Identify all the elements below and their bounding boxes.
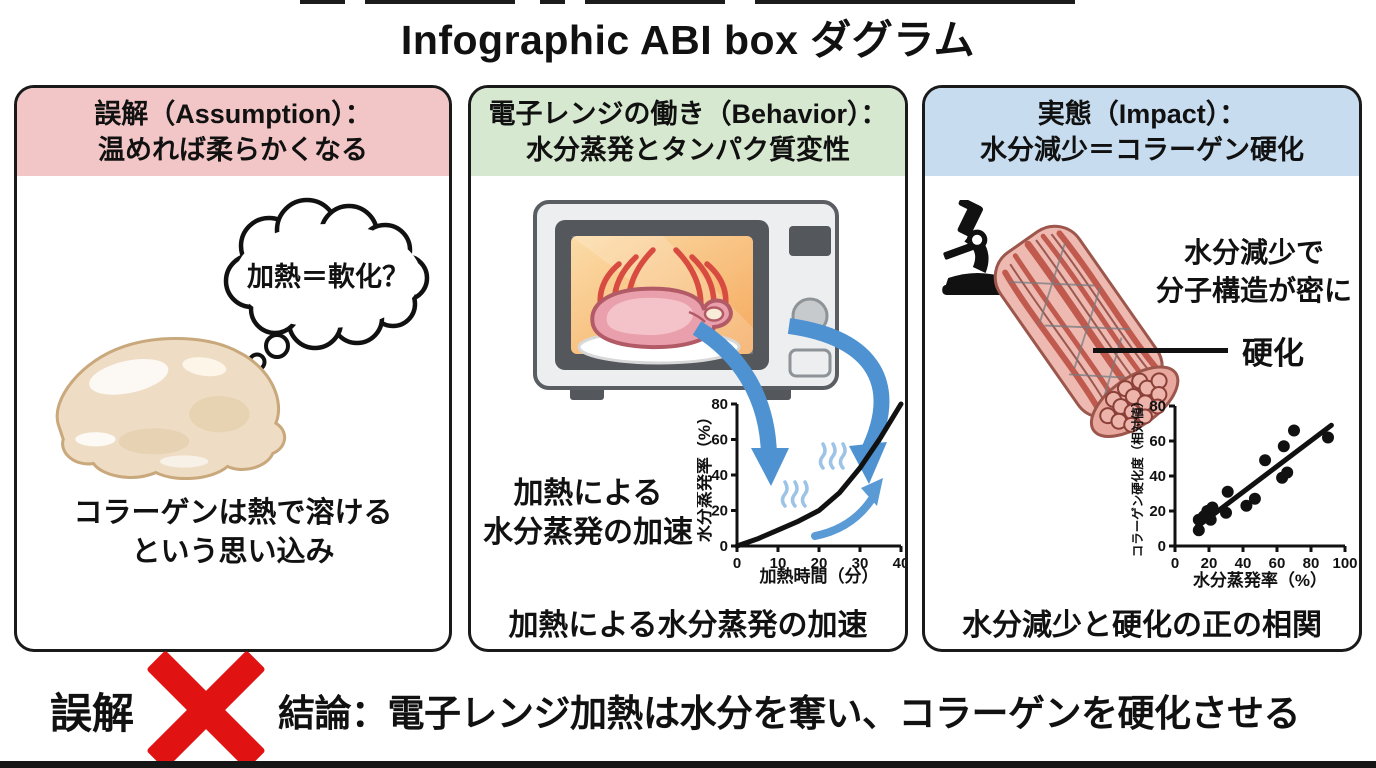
svg-text:40: 40 (1149, 468, 1166, 485)
svg-text:80: 80 (711, 396, 728, 413)
thought-bubble-icon: 加熱＝軟化？ (223, 197, 430, 381)
evap-chart-ylabel: 水分蒸発率（%） (697, 408, 714, 542)
svg-text:20: 20 (711, 503, 728, 520)
impact-note: 水分減少で 分子構造が密に (1147, 234, 1359, 310)
svg-text:60: 60 (1269, 555, 1286, 572)
hardening-legend: 硬化 (1093, 328, 1304, 373)
microwave-illustration (533, 200, 839, 400)
assumption-caption-line2: という思い込み (131, 536, 335, 569)
svg-text:20: 20 (811, 555, 828, 572)
footer-conclusion-text: 結論：電子レンジ加熱は水分を奪い、コラーゲンを硬化させる (278, 693, 1301, 734)
evaporation-line-chart: 加熱時間（分） 水分蒸発率（%） 0 10 20 30 40 0 20 40 60 80 (697, 396, 908, 586)
bottom-edge-strip (0, 761, 1376, 768)
svg-text:0: 0 (1171, 555, 1179, 572)
microwave-button (788, 348, 832, 378)
panel-assumption-title-line2: 温めれば柔らかくなる (98, 134, 368, 165)
behavior-caption: 加熱による水分蒸発の加速 (508, 609, 868, 642)
top-edge-artifact (365, 0, 515, 4)
svg-text:0: 0 (733, 555, 741, 572)
top-edge-artifact (300, 0, 345, 4)
behavior-side-note: 加熱による 水分蒸発の加速 (477, 474, 699, 552)
behavior-side-note-line1: 加熱による (513, 477, 663, 510)
svg-text:0: 0 (720, 538, 728, 555)
microwave-display (789, 226, 831, 256)
evap-chart-xlabel: 加熱時間（分） (759, 566, 879, 586)
panel-behavior-title-line1: 電子レンジの働き（Behavior）： (488, 99, 888, 129)
panel-impact-header: 実態（Impact）： 水分減少＝コラーゲン硬化 (925, 88, 1359, 176)
svg-text:20: 20 (1149, 503, 1166, 520)
panel-behavior-header: 電子レンジの働き（Behavior）： 水分蒸発とタンパク質変性 (471, 88, 905, 176)
svg-text:40: 40 (893, 555, 908, 572)
panel-behavior-title-line2: 水分蒸発とタンパク質変性 (526, 134, 850, 165)
panel-assumption-header: 誤解（Assumption）： 温めれば柔らかくなる (17, 88, 449, 176)
top-edge-artifact (585, 0, 725, 4)
svg-text:40: 40 (1235, 555, 1252, 572)
impact-caption: 水分減少と硬化の正の相関 (962, 609, 1322, 642)
hard-chart-xlabel: 水分蒸発率（%） (1193, 570, 1327, 590)
legend-label: 硬化 (1242, 336, 1304, 371)
svg-text:60: 60 (1149, 433, 1166, 450)
collagen-blob-illustration (55, 337, 287, 480)
footer-conclusion-row: 誤解 結論：電子レンジ加熱は水分を奪い、コラーゲンを硬化させる (50, 650, 1301, 768)
assumption-caption: コラーゲンは熱で溶ける という思い込み (17, 494, 449, 572)
impact-note-line1: 水分減少で (1183, 237, 1324, 268)
svg-text:40: 40 (711, 467, 728, 484)
svg-text:20: 20 (1201, 555, 1218, 572)
muscle-fiber-illustration (993, 224, 1180, 438)
hard-chart-ylabel: コラーゲン硬化度（相対値） (1131, 395, 1145, 558)
impact-note-line2: 分子構造が密に (1155, 274, 1352, 306)
behavior-side-note-line2: 水分蒸発の加速 (483, 516, 693, 549)
panel-assumption-title-line1: 誤解（Assumption）： (94, 99, 372, 129)
page-title: Infographic ABI box ダグラム (400, 17, 976, 63)
footer-misconception-label: 誤解 (50, 689, 135, 737)
microscope-icon (942, 200, 1014, 296)
cross-icon (146, 650, 266, 768)
panel-impact: 実態（Impact）： 水分減少＝コラーゲン硬化 (922, 85, 1362, 652)
assumption-caption-line1: コラーゲンは熱で溶ける (73, 497, 393, 529)
top-edge-artifact (540, 0, 565, 4)
top-edge-artifact (755, 0, 1075, 4)
panel-impact-title-line1: 実態（Impact）： (1037, 99, 1247, 129)
acceleration-arrow-icon (811, 478, 883, 540)
svg-text:30: 30 (852, 555, 869, 572)
panel-assumption: 誤解（Assumption）： 温めれば柔らかくなる 加熱＝軟化？ (14, 85, 452, 652)
legend-line (1093, 348, 1228, 353)
svg-text:100: 100 (1332, 555, 1357, 572)
svg-text:80: 80 (1303, 555, 1320, 572)
microwave-knob (791, 297, 829, 335)
svg-text:10: 10 (770, 555, 787, 572)
panel-behavior: 電子レンジの働き（Behavior）： 水分蒸発とタンパク質変性 (468, 85, 908, 652)
hardening-scatter-chart: 水分蒸発率（%） コラーゲン硬化度（相対値） 0 20 40 60 80 100 0 20 40… (1131, 395, 1358, 590)
thought-bubble-text: 加熱＝軟化？ (247, 262, 409, 292)
svg-text:80: 80 (1149, 398, 1166, 415)
svg-text:0: 0 (1158, 538, 1166, 555)
steam-icon (780, 442, 847, 508)
panel-impact-title-line2: 水分減少＝コラーゲン硬化 (980, 134, 1304, 165)
svg-text:60: 60 (711, 432, 728, 449)
